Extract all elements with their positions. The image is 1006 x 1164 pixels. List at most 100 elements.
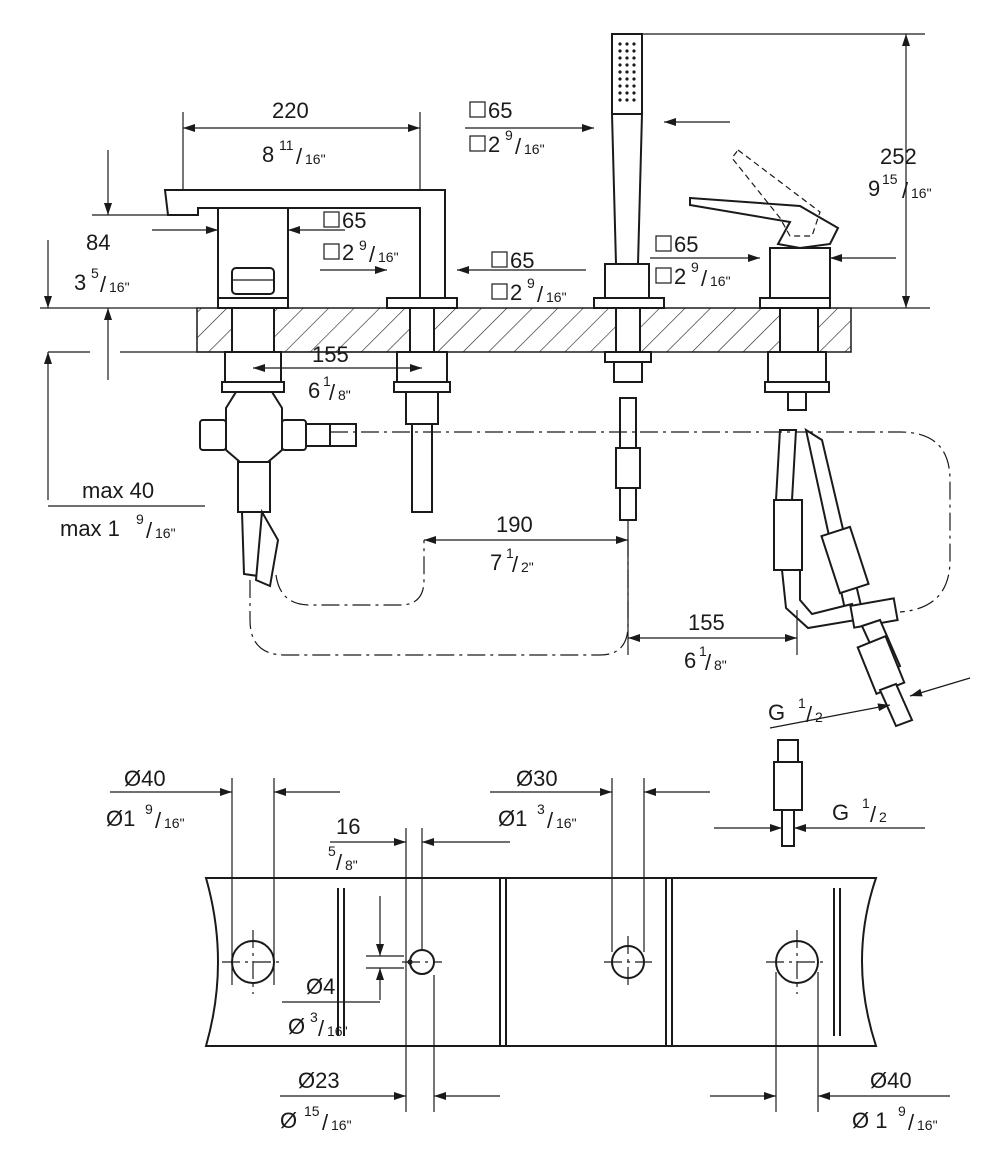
dim-84-mm: 84 [86,230,110,255]
fraction-slash: / [512,552,519,577]
fraction-slash: / [146,518,153,543]
thread-lower-prefix: G [832,800,849,825]
dim-252-in-whole: 9 [868,176,880,201]
dim-hole2: Ø30 Ø1 3 / 16" [490,766,710,833]
dim-cap-square: 65 2 9 / 16" [457,248,586,307]
pin-mm: Ø4 [306,974,335,999]
dim-max40-in-prefix: max 1 [60,516,120,541]
dim-max40-in-den: 16" [155,525,176,541]
dim-155-upper: 155 6 1 / 8" [120,342,422,405]
dim-84-in-num: 5 [91,265,99,281]
pin-in-num: 3 [310,1009,318,1025]
dim-190: 190 7 1 / 2" [424,512,629,655]
side-view: 220 8 11 / 16" 84 3 5 / 16" 65 2 [40,33,971,729]
hole1-in-prefix: Ø1 [106,806,135,831]
hole-2 [604,936,652,988]
hole3-mm: Ø23 [298,1068,340,1093]
dim-155-upper-in-den: 8" [338,387,351,403]
hand-shower [593,33,665,309]
fraction-slash: / [155,808,162,833]
dim-190-in-den: 2" [521,559,534,575]
handle-square-mm: 65 [488,98,512,123]
fraction-slash: / [329,380,336,405]
lever-square-in-whole: 2 [674,264,686,289]
dim-155-lower-mm: 155 [688,610,725,635]
pin-in-prefix: Ø [288,1014,305,1039]
under-deck-valves [199,307,914,728]
thread-lower-den: 2 [879,809,887,825]
cap-square-mm: 65 [510,248,534,273]
hole-1 [222,930,284,994]
hose-path-bottom [249,540,629,656]
dim-hole3: Ø23 Ø 15 / 16" [280,1068,500,1135]
fraction-slash: / [100,272,107,297]
dim-155-upper-mm: 155 [312,342,349,367]
dim-252-in-num: 15 [882,171,898,187]
fraction-slash: / [806,702,813,727]
dim-hole4: Ø40 Ø 1 9 / 16" [710,1068,950,1135]
thread-lower-num: 1 [862,795,870,811]
hose-path-inner [275,540,425,606]
pin-in-den: 16" [327,1023,348,1039]
fraction-slash: / [336,850,343,875]
dim-155-upper-in-num: 1 [323,373,331,389]
spout-square-in-den: 16" [378,249,399,265]
dim-155-lower: 155 6 1 / 8" [628,610,798,675]
dim-252-mm: 252 [880,144,917,169]
dim-220-mm: 220 [272,98,309,123]
cap-square-in-den: 16" [546,289,567,305]
lever-square-in-num: 9 [691,259,699,275]
dim-84-in-whole: 3 [74,270,86,295]
lever-square-in-den: 16" [710,273,731,289]
mixer-lever [689,149,840,309]
hole4-mm: Ø40 [870,1068,912,1093]
dim-spout-square: 65 2 9 / 16" [288,208,399,274]
dim-max40-in-num: 9 [136,511,144,527]
spout-square-mm: 65 [342,208,366,233]
fraction-slash: / [902,178,909,203]
dim-offset: 16 5 / 8" [328,814,510,875]
handle-square-in-num: 9 [505,127,513,143]
hole-3 [766,930,828,994]
dim-hole1: Ø40 Ø1 9 / 16" [106,766,340,833]
fraction-slash: / [515,134,522,159]
hole3-in-prefix: Ø [280,1108,297,1133]
dim-84-in-den: 16" [109,279,130,295]
dim-lever-square: 65 2 9 / 16" [650,232,896,291]
fraction-slash: / [870,802,877,827]
dim-155-lower-in-den: 8" [714,657,727,673]
dim-155-lower-in-whole: 6 [684,648,696,673]
plan-view: Ø40 Ø1 9 / 16" 16 5 / 8" Ø30 Ø1 3 / 16" [106,739,950,1135]
dim-max40-mm: max 40 [82,478,154,503]
fraction-slash: / [705,650,712,675]
fraction-slash: / [369,242,376,267]
dim-220-in-den: 16" [305,151,326,167]
thread-upper-den: 2 [815,709,823,725]
thread-upper-prefix: G [768,700,785,725]
spout-square-in-whole: 2 [342,240,354,265]
hole2-in-prefix: Ø1 [498,806,527,831]
fraction-slash: / [318,1016,325,1041]
dim-220-in-num: 11 [279,137,294,153]
hole-pin [402,949,442,975]
offset-mm: 16 [336,814,360,839]
dim-252-in-den: 16" [911,185,932,201]
hole2-mm: Ø30 [516,766,558,791]
fraction-slash: / [908,1110,915,1135]
dim-220: 220 8 11 / 16" [182,98,421,190]
handle-square-in-den: 16" [524,141,545,157]
cap-square-in-whole: 2 [510,280,522,305]
fraction-slash: / [701,266,708,291]
handle-square-in-whole: 2 [488,132,500,157]
dim-190-in-whole: 7 [490,550,502,575]
fraction-slash: / [547,808,554,833]
dim-84: 84 3 5 / 16" [44,150,218,380]
dim-155-lower-in-num: 1 [699,643,707,659]
dim-190-mm: 190 [496,512,533,537]
thread-label-lower: G 1 / 2 [714,739,925,847]
deck-plate [204,877,878,1047]
lever-square-mm: 65 [674,232,698,257]
dim-max-40: max 40 max 1 9 / 16" [44,351,205,543]
dim-pin: Ø4 Ø 3 / 16" [282,896,404,1041]
